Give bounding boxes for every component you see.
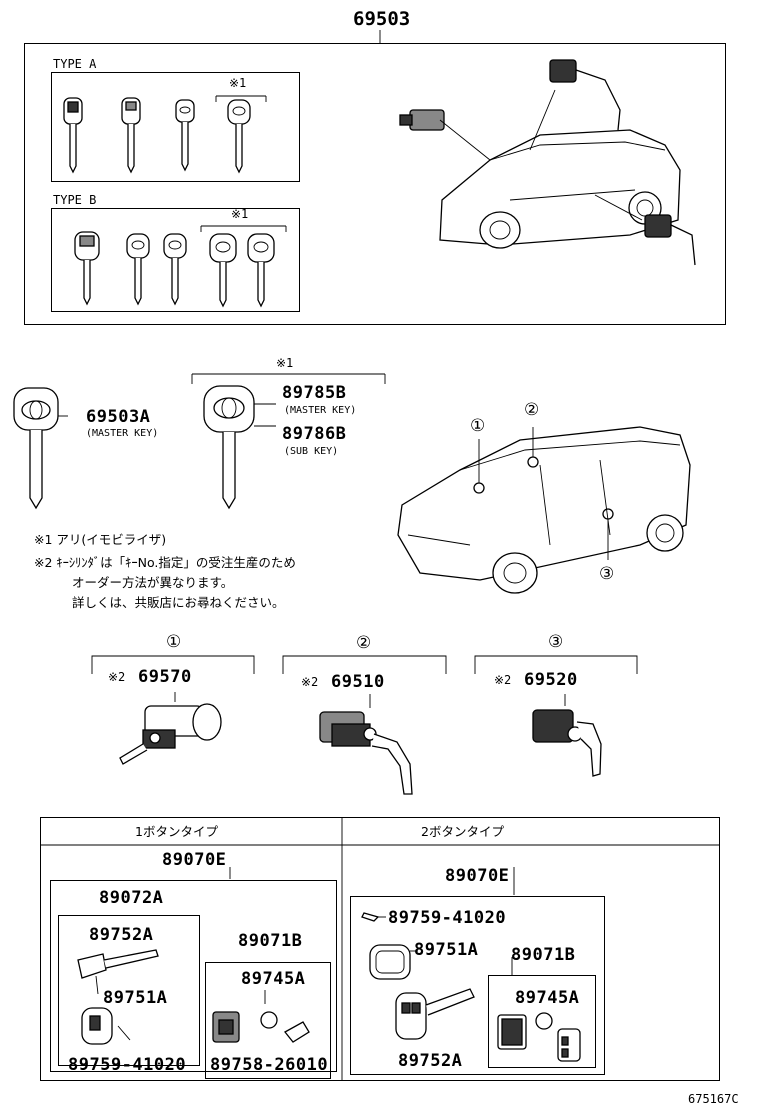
keys-mark: ※1: [276, 356, 294, 370]
cylinder-brackets: [91, 655, 638, 674]
transmitter-table: [40, 817, 720, 1081]
two-button-key-illustration: [361, 912, 581, 1062]
master-key-a-part-number: 69503A: [86, 407, 151, 427]
one-button-sub-assy-box: [50, 880, 337, 1072]
figure-code: 675167C: [688, 1092, 739, 1106]
two-button-module-box: [488, 975, 596, 1068]
cylinder-1-ref: ①: [166, 632, 182, 652]
cylinder-1-part-number: 69570: [138, 667, 192, 687]
one-button-key-box: [58, 915, 200, 1066]
one-button-screw: 89759-41020: [68, 1055, 187, 1075]
sub-key-part-number: 89786B: [282, 424, 347, 444]
callout-3: ③: [599, 564, 615, 584]
cylinder-2-mark: ※2: [301, 675, 319, 689]
one-button-battery: 89758-26010: [210, 1055, 329, 1075]
type-a-keys-illustration: [63, 95, 267, 174]
assembly-leader: [379, 30, 381, 44]
key-icon: [227, 99, 251, 174]
two-button-screw: 89759-41020: [388, 908, 507, 928]
type-b-label: TYPE B: [53, 193, 97, 207]
one-button-title: 1ボタンタイプ: [135, 824, 218, 839]
type-a-box: [51, 72, 300, 182]
type-a-label: TYPE A: [53, 57, 97, 71]
ignition-cylinder-illustration: [119, 692, 222, 765]
master-key-a-label: (MASTER KEY): [86, 428, 159, 439]
type-b-mark: ※1: [231, 207, 249, 221]
note-2-line-2: オーダー方法が異なります。: [72, 575, 234, 590]
sub-key-label: (SUB KEY): [284, 446, 339, 457]
keys-mark-bracket: [191, 373, 386, 384]
key-icon: [74, 231, 100, 306]
key-icon: [175, 99, 195, 172]
type-b-keys-illustration: [74, 225, 287, 308]
callout-1: ①: [470, 416, 486, 436]
two-button-module: 89071B: [511, 945, 576, 965]
note-2-line-3: 詳しくは、共販店にお尋ねください。: [72, 595, 285, 610]
one-button-key-illustration: [77, 949, 159, 1045]
top-vehicle-illustration: [399, 59, 696, 266]
assembly-part-number: 69503: [353, 8, 411, 30]
key-icon: [163, 233, 187, 306]
cylinder-3-mark: ※2: [494, 673, 512, 687]
two-button-title: 2ボタンタイプ: [421, 824, 504, 839]
one-button-set: 89070E: [162, 850, 227, 870]
two-button-box: [350, 896, 605, 1075]
note-1: ※1 アリ(イモビライザ): [34, 532, 167, 547]
key-icon: [121, 97, 141, 174]
two-button-set: 89070E: [445, 866, 510, 886]
transmitter-table-lines: [40, 817, 719, 1080]
one-button-battery-cover: 89745A: [241, 969, 306, 989]
key-icon: [126, 233, 150, 306]
master-key-b-part-number: 89785B: [282, 383, 347, 403]
two-button-case: 89751A: [414, 940, 479, 960]
key-icon: [247, 233, 275, 308]
cylinder-1-mark: ※2: [108, 670, 126, 684]
two-button-key-blank: 89752A: [398, 1051, 463, 1071]
one-button-sub-assy: 89072A: [99, 888, 164, 908]
one-button-key-blank: 89752A: [89, 925, 154, 945]
note-2-line-1: ※2 ｷｰｼﾘﾝﾀﾞは「ｷｰNo.指定」の受注生産のため: [34, 555, 296, 570]
type-a-mark: ※1: [229, 76, 247, 90]
assembly-box: [24, 43, 726, 325]
one-button-module: 89071B: [238, 931, 303, 951]
cylinder-3-part-number: 69520: [524, 670, 578, 690]
two-button-battery-cover: 89745A: [515, 988, 580, 1008]
master-key-a-illustration: [13, 387, 68, 510]
door-cylinder-2-illustration: [319, 694, 413, 795]
master-key-b-illustration: [203, 385, 276, 510]
key-icon: [63, 97, 83, 174]
master-key-b-label: (MASTER KEY): [284, 405, 357, 416]
type-b-box: [51, 208, 300, 312]
one-button-case: 89751A: [103, 988, 168, 1008]
door-cylinder-3-illustration: [532, 694, 602, 777]
cylinder-2-part-number: 69510: [331, 672, 385, 692]
cylinder-2-ref: ②: [356, 633, 372, 653]
callout-2: ②: [524, 400, 540, 420]
key-icon: [209, 233, 237, 308]
cylinder-3-ref: ③: [548, 632, 564, 652]
vehicle-illustration: [397, 426, 691, 594]
one-button-module-illustration: [212, 990, 310, 1043]
one-button-module-box: [205, 962, 331, 1079]
